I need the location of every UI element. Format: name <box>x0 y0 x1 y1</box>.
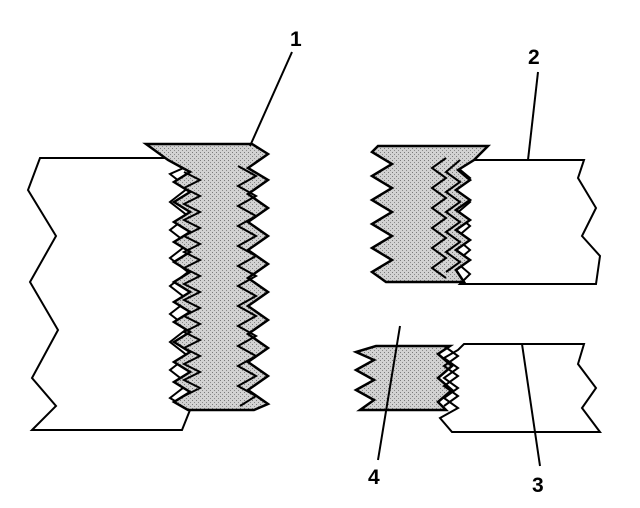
right-top-insert-coil-line <box>430 157 448 279</box>
callout-1-leader-line <box>249 51 293 147</box>
callout-2-label: 2 <box>528 46 540 69</box>
callout-2: 2 <box>527 46 540 161</box>
left-installed-assembly <box>26 142 271 431</box>
callout-1-label: 1 <box>290 28 302 51</box>
callout-4: 4 <box>368 325 401 489</box>
callout-1: 1 <box>249 28 302 147</box>
left-part-body <box>26 157 192 431</box>
right-top-thread-insert <box>369 144 492 284</box>
right-top-insert-coil-line-inner <box>444 159 462 273</box>
callout-3-label: 3 <box>532 474 544 497</box>
left-insert-coil-line-outer <box>235 165 259 407</box>
callout-3: 3 <box>521 343 544 497</box>
right-top-assembly <box>369 144 602 285</box>
right-top-part-body <box>454 159 602 285</box>
right-bottom-assembly <box>352 343 602 433</box>
right-bottom-thread-insert <box>352 344 455 412</box>
callout-4-label: 4 <box>368 466 380 489</box>
callout-2-leader-line <box>527 71 539 161</box>
right-bottom-part-body <box>438 343 602 433</box>
callout-4-leader-line <box>377 325 401 461</box>
callout-3-leader-line <box>521 343 541 467</box>
right-bottom-insert-coil-line <box>442 345 460 407</box>
left-insert-coil-line <box>181 171 203 397</box>
